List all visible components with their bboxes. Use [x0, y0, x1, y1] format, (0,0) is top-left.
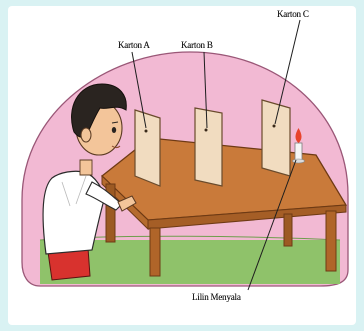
label-lilin-menyala: Lilin Menyala [192, 292, 241, 302]
table-leg [150, 228, 160, 276]
label-karton-b: Karton B [181, 40, 213, 50]
cardboard-c [262, 100, 290, 176]
cardboard-b [195, 108, 222, 186]
table-leg [326, 211, 336, 271]
table-leg [284, 214, 292, 246]
label-karton-c: Karton C [277, 9, 309, 19]
candle [295, 143, 302, 161]
label-karton-a: Karton A [118, 40, 150, 50]
cardboard-a [135, 110, 160, 186]
